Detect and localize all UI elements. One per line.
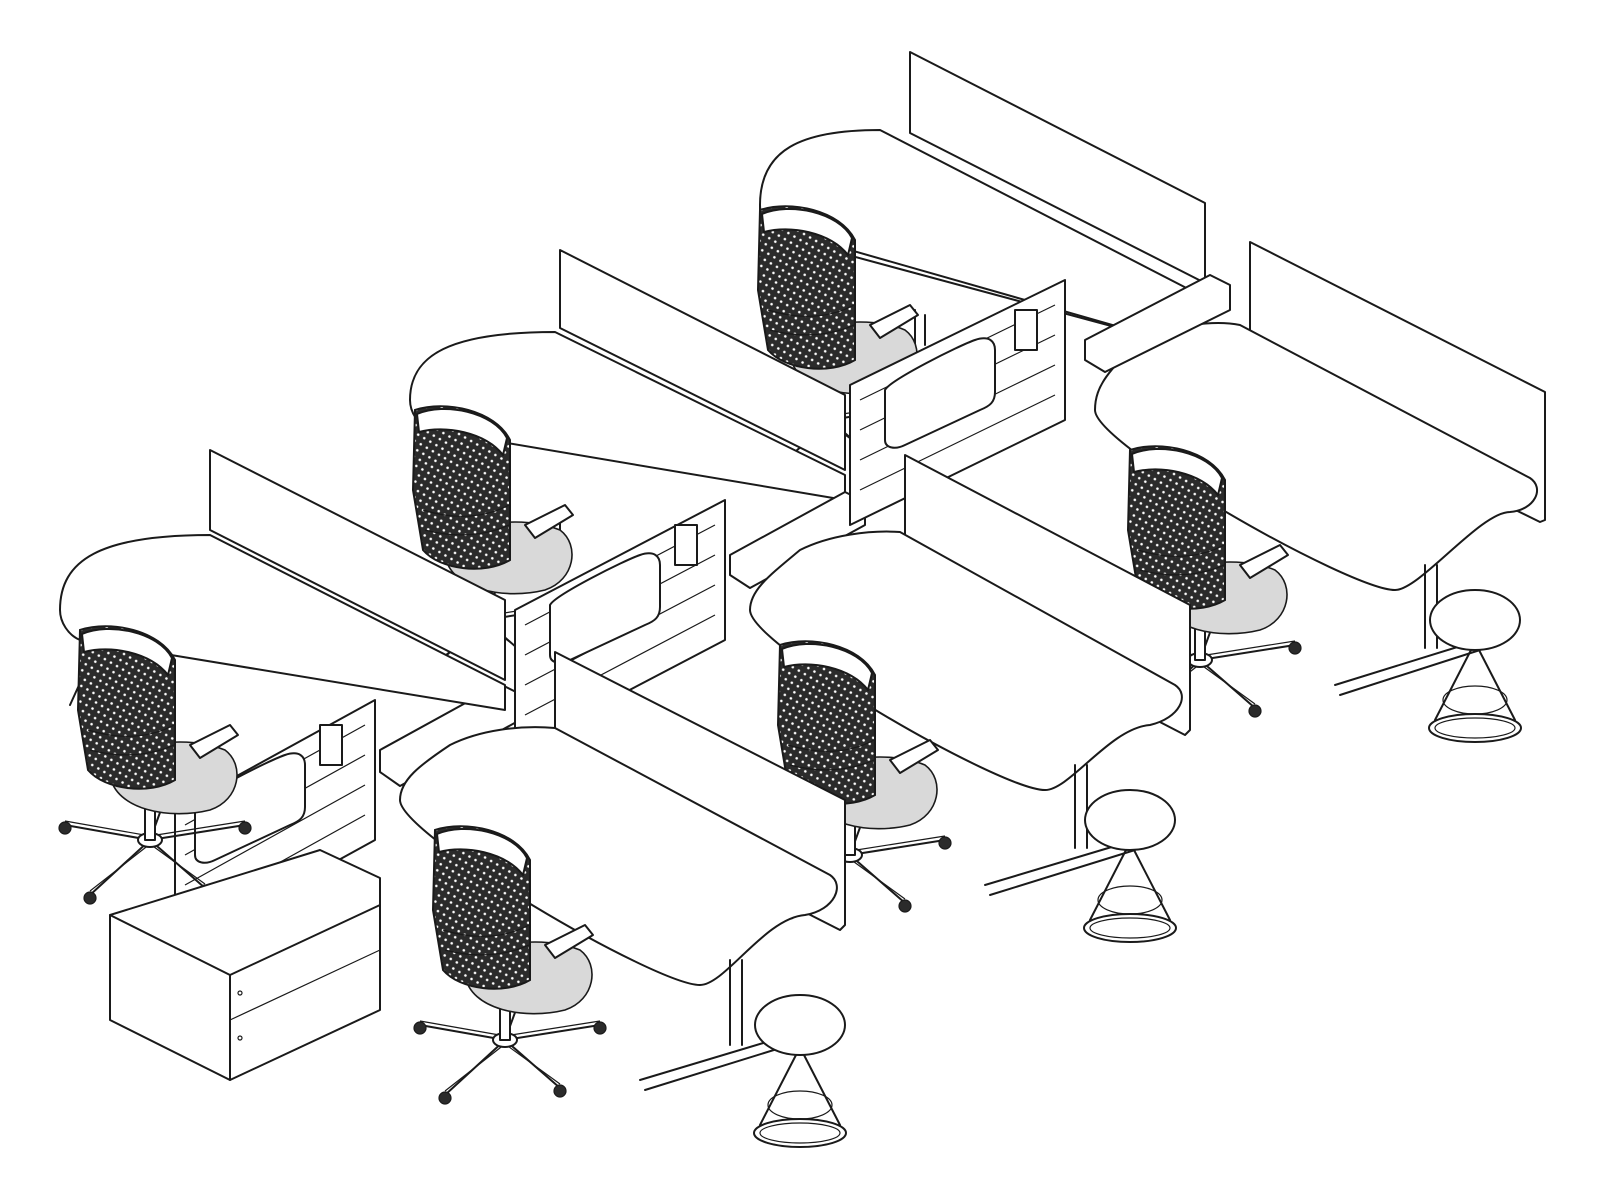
stool-middle-right [1083, 789, 1177, 943]
desk-middle-right [749, 454, 1191, 896]
desk-front-right [399, 651, 846, 1091]
stool-back-right [1428, 589, 1522, 743]
pedestal-storage [109, 849, 381, 1081]
rail-upper [379, 274, 1231, 787]
desk-back-right [1094, 241, 1546, 696]
storage-divider-upper [849, 279, 1066, 526]
stool-front [753, 994, 847, 1148]
